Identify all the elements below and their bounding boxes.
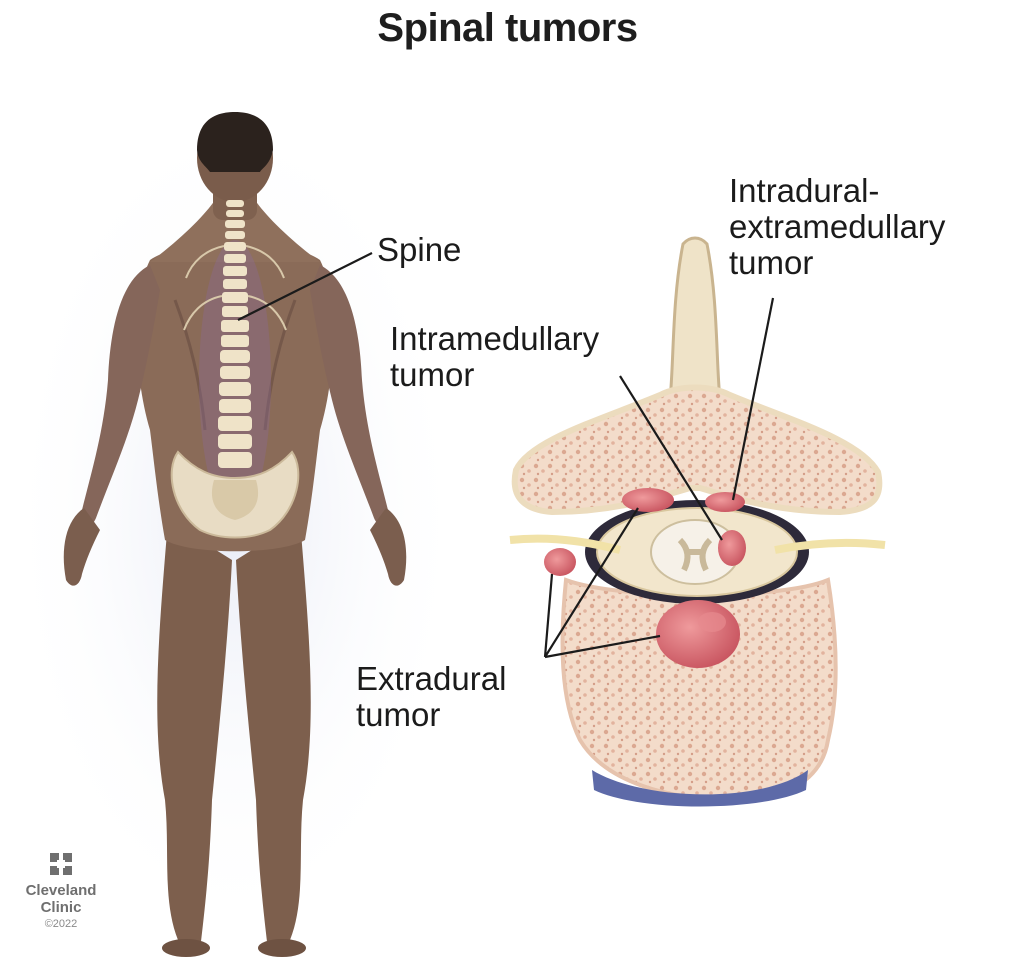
label-line: Extradural <box>356 661 506 697</box>
label-line: Intramedullary <box>390 321 599 357</box>
extradural-tumor-left <box>544 548 576 576</box>
label-line: extramedullary <box>729 209 945 245</box>
right-foot <box>258 939 306 957</box>
cleveland-clinic-mark-icon <box>49 852 73 876</box>
label-line: tumor <box>390 357 599 393</box>
extradural-tumor-lower <box>656 600 740 668</box>
label-spine: Spine <box>377 232 461 268</box>
logo-name-line1: Cleveland <box>18 882 104 899</box>
hair <box>197 112 273 172</box>
left-foot <box>162 939 210 957</box>
label-line: tumor <box>356 697 506 733</box>
spinous-process <box>670 238 720 400</box>
extradural-leader-line-1 <box>545 574 552 657</box>
intramedullary-tumor-mass <box>718 530 746 566</box>
label-intramedullary-tumor: Intramedullary tumor <box>390 321 599 393</box>
logo-name-line2: Clinic <box>18 899 104 916</box>
label-extradural-tumor: Extradural tumor <box>356 661 506 733</box>
label-line: tumor <box>729 245 945 281</box>
intradural-extramedullary-tumor-mass <box>705 492 745 512</box>
extradural-tumor-upper <box>622 488 674 512</box>
cleveland-clinic-logo: Cleveland Clinic ©2022 <box>18 852 104 930</box>
vertebral-arch <box>515 388 880 513</box>
label-line: Intradural- <box>729 173 945 209</box>
label-intradural-extramedullary-tumor: Intradural- extramedullary tumor <box>729 173 945 281</box>
right-nerve-root <box>775 543 885 550</box>
logo-copyright: ©2022 <box>18 918 104 930</box>
